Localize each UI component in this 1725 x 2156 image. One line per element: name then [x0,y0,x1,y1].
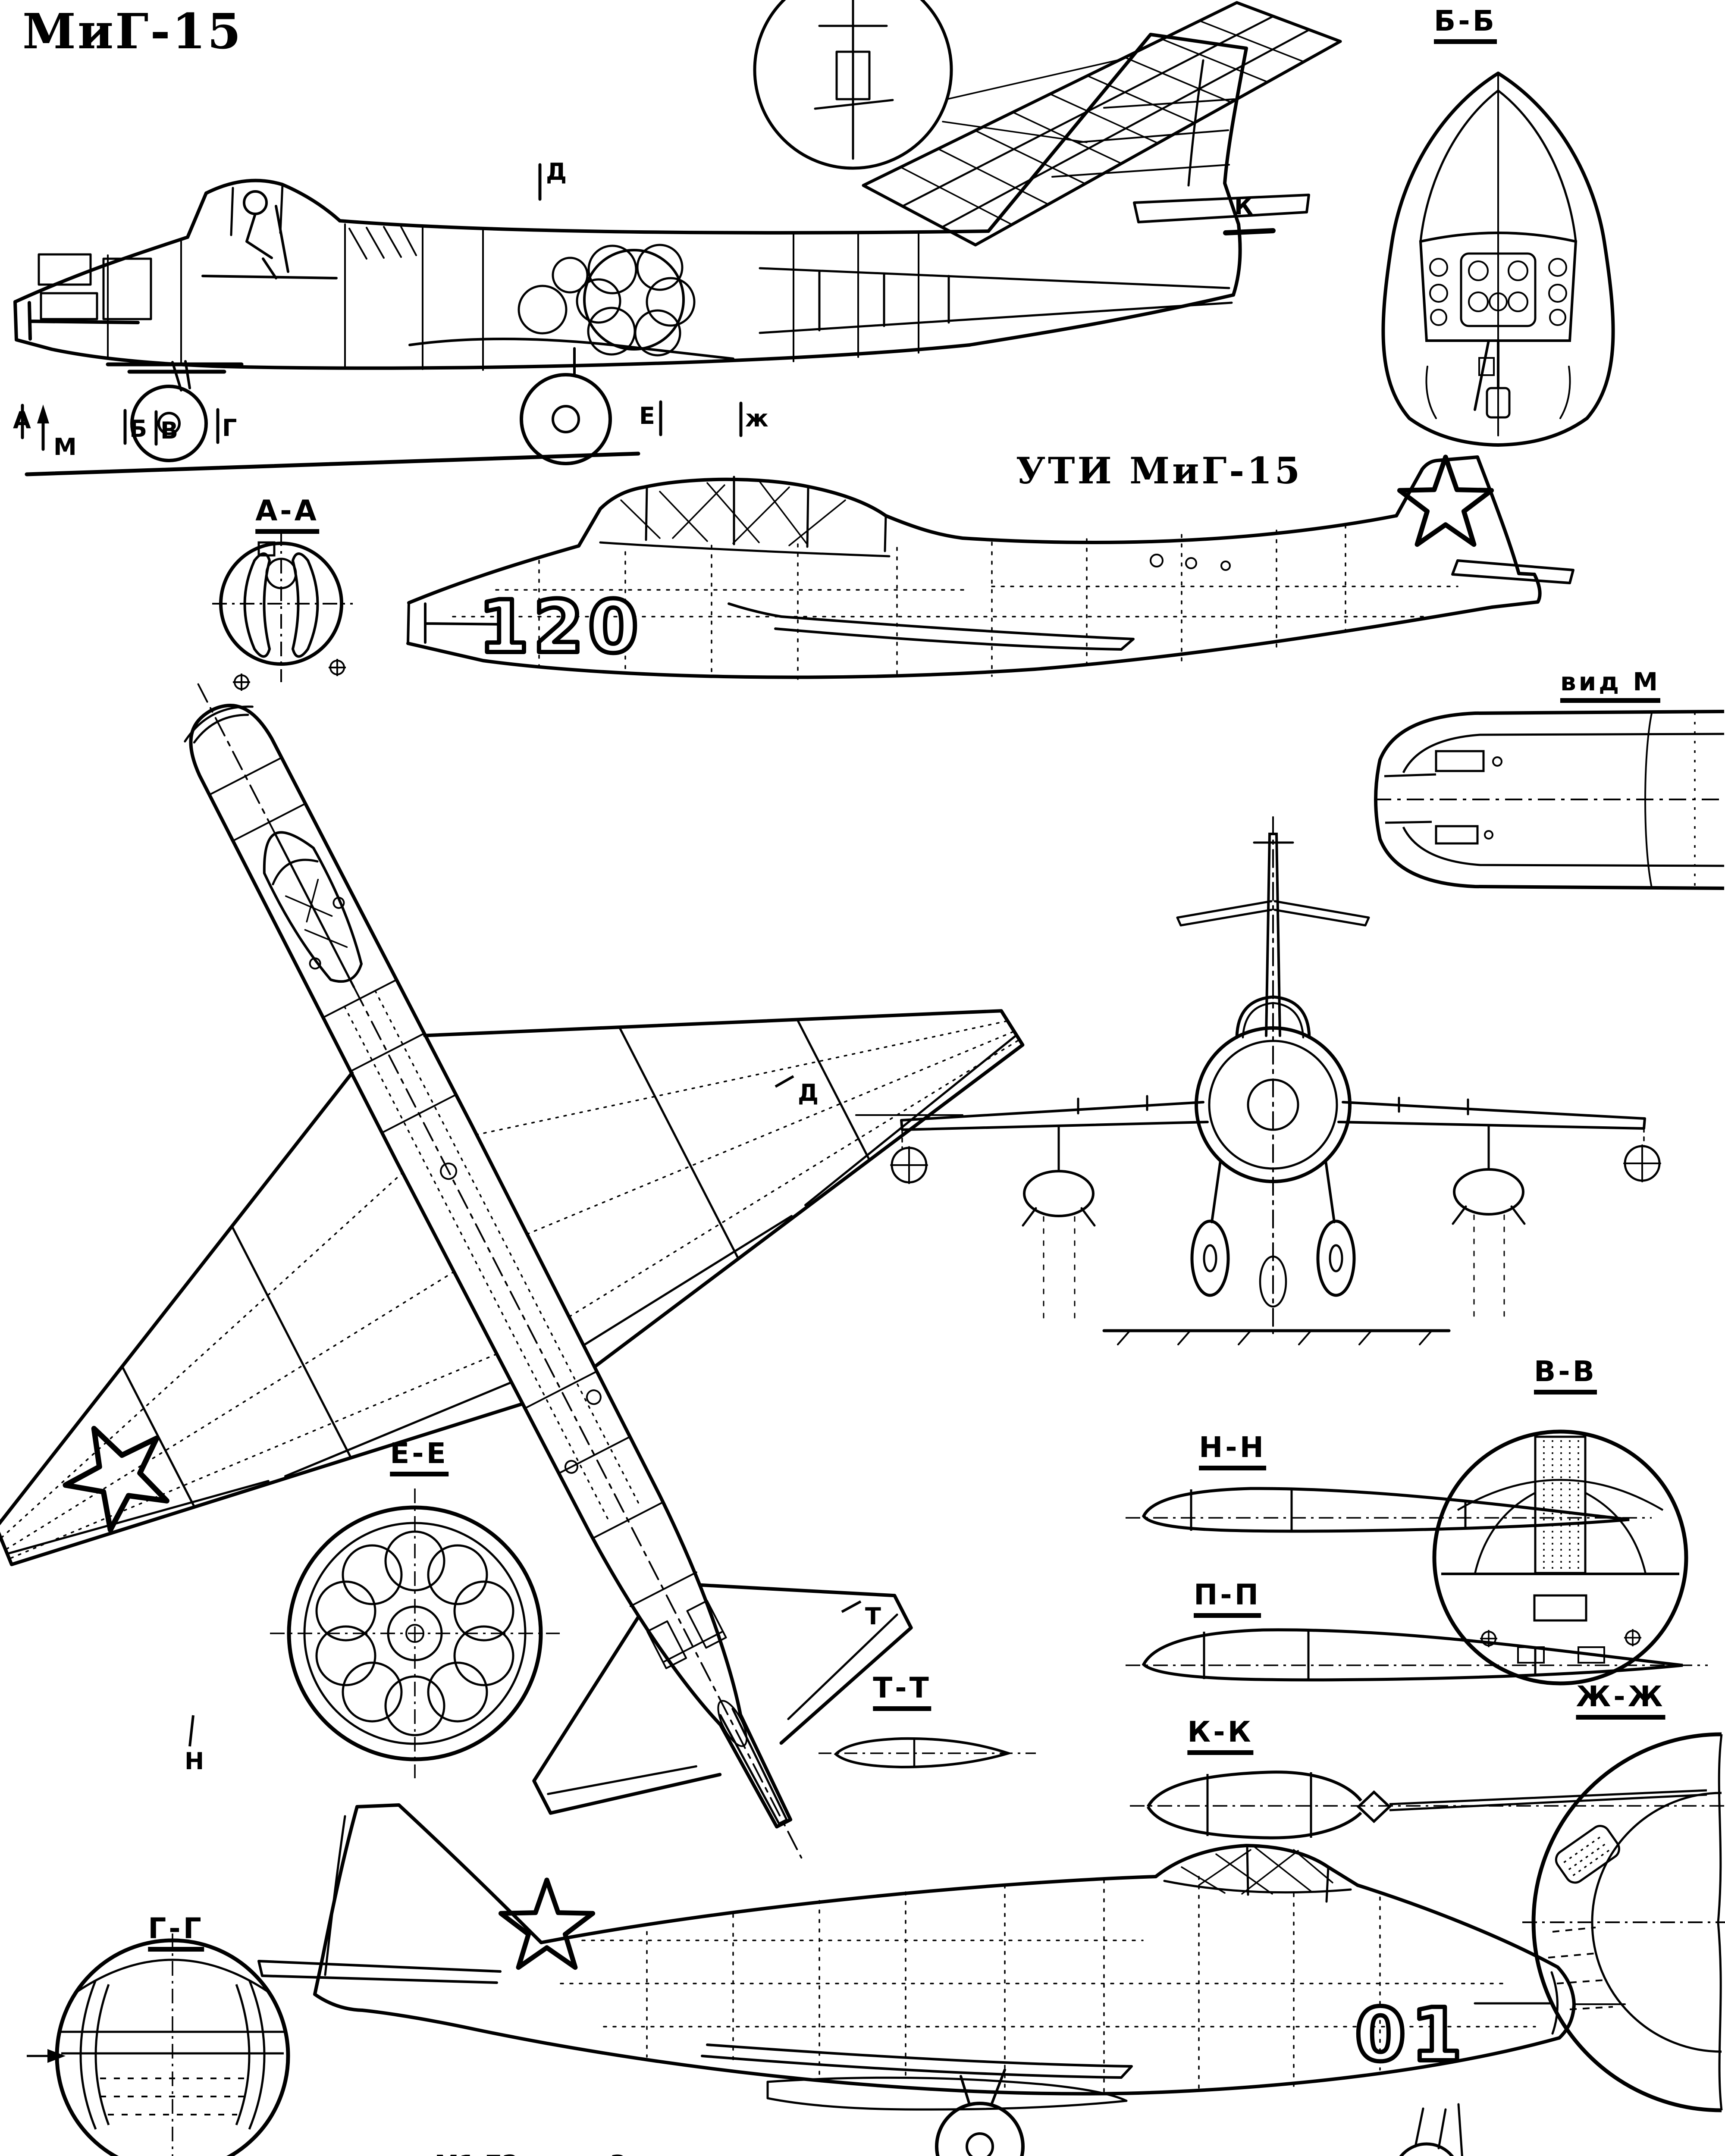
section-label-nn: Н-Н [1199,1433,1266,1470]
section-label-vv: В-В [1534,1357,1597,1395]
variant-label-uti: УТИ МиГ-15 [1016,449,1303,492]
sheet-title: МиГ-15 [22,3,243,60]
section-gg-drawing [27,1934,290,2156]
bort-number-01: 01 [1355,1993,1468,2078]
section-label-tt: Т-Т [873,1674,932,1711]
section-zhzh-drawing [1522,1732,1725,2112]
section-pp-airfoil [1126,1628,1708,1682]
section-label-zhzh: Ж-Ж [1576,1683,1665,1720]
cut-marker-d: Д [546,158,567,185]
section-label-kk: К-К [1187,1718,1254,1755]
view-m-drawing [1374,710,1725,890]
cut-marker-zh: ж [745,405,768,432]
uti-side-view: 120 [406,457,1574,680]
section-nn-airfoil [1126,1487,1652,1533]
plan-view-marker-ticks [188,1075,862,1747]
scale-tick-2m: 2м [555,2154,591,2156]
section-ee-drawing [270,1489,560,1778]
cut-marker-k: К [1234,193,1254,220]
section-tt-airfoil [819,1737,1036,1769]
section-label-aa: А-А [255,497,319,534]
plan-marker-t: Т [865,1603,881,1630]
section-label-gg: Г-Г [148,1915,204,1952]
cutaway-side-view [13,0,1342,476]
section-bb-drawing [1381,72,1615,447]
plan-view [0,683,1025,1859]
front-view [855,816,1661,1345]
view-m-label: вид М [1560,669,1661,703]
cut-marker-v: В [160,417,179,444]
cut-marker-g: Г [222,414,237,442]
plan-marker-d: Д [798,1079,819,1106]
section-vv-drawing [1432,1429,1688,1686]
cut-marker-m: М [53,433,77,461]
scale-tick-3m: 3м [610,2153,646,2156]
bort-number-120: 120 [479,585,643,669]
section-label-bb: Б-Б [1433,7,1497,44]
cut-marker-b: Б [129,415,147,442]
section-label-pp: П-П [1194,1581,1261,1618]
scale-ratio: М1:72 [435,2153,519,2156]
cut-marker-e: Е [639,402,655,429]
plan-marker-n: Н [185,1748,204,1775]
section-kk-airfoil [1130,1771,1724,1839]
cut-marker-a: А [13,407,31,434]
fighter-side-view: 01 [257,1803,1626,2156]
section-aa-drawing [212,531,353,691]
section-label-ee: Е-Е [390,1439,448,1476]
